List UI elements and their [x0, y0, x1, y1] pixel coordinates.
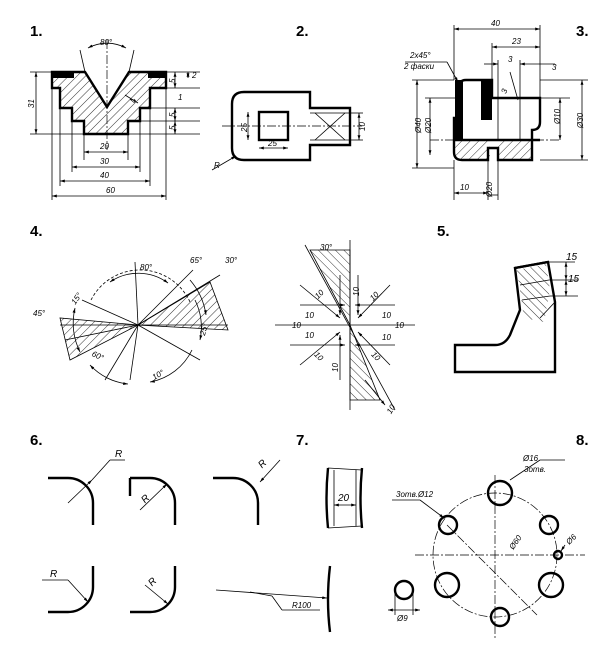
fig1-width-20: 20	[99, 142, 109, 151]
fig3-length-23: 23	[511, 37, 521, 46]
fig3-diameter-20-left: Ø20	[424, 117, 433, 134]
fig2-shaft-diameter: 10	[358, 122, 367, 131]
fig6-radius-3: R	[256, 458, 269, 471]
fig3-bottom-diameter-20: Ø20	[485, 181, 494, 198]
fig3-diameter-30: Ø30	[576, 112, 585, 129]
figure-6-fillet-radii: R R R R R R100	[42, 449, 332, 633]
fig4-angle-30: 30°	[225, 256, 238, 265]
figure-1-v-block: 80° 20 30 40 60 5 2 4 1 5 5 31	[27, 38, 200, 200]
fig4b-dim-4: 10	[305, 311, 314, 320]
fig3-length-40: 40	[491, 19, 500, 28]
figure-number-8: 8.	[576, 432, 589, 449]
fig1-height-2: 2	[191, 71, 197, 80]
figure-3-shaft-section: 40 23 3 3 2x45° 2 фаски Ø40 Ø20 Ø10 Ø30 …	[403, 19, 588, 200]
figure-number-2: 2.	[296, 23, 309, 40]
figure-number-1: 1.	[30, 23, 43, 40]
fig8-diameter-6: Ø6	[564, 532, 579, 547]
fig4-angle-10: 10°	[151, 368, 167, 382]
fig4b-angle-30: 30°	[320, 243, 333, 252]
fig3-bottom-10: 10	[460, 183, 469, 192]
figure-4-angle-dimensions: 80° 65° 30° 45° 15° 25° 60° 10°	[33, 256, 238, 385]
fig4b-dim-13: 10	[385, 403, 398, 416]
fig4b-dim-1: 10	[313, 288, 326, 301]
fig7-dimension-20: 20	[337, 493, 350, 504]
fig4-angle-80: 80°	[140, 263, 153, 272]
fig4b-dim-12: 10	[395, 321, 404, 330]
figure-number-3: 3.	[576, 23, 589, 40]
fig6-radius-1: R	[115, 449, 122, 460]
fig1-height-4: 4	[129, 98, 138, 103]
fig1-height-1: 1	[178, 93, 182, 102]
fig2-square-width: 25	[267, 139, 277, 148]
fig6-radius-2: R	[139, 493, 152, 506]
fig1-width-30: 30	[100, 157, 109, 166]
fig1-width-60: 60	[106, 186, 115, 195]
fig3-chamfer-count: 2 фаски	[403, 62, 435, 71]
fig4-angle-25: 25°	[198, 322, 210, 338]
fig6-radius-5: R	[146, 576, 159, 589]
figure-number-4: 4.	[30, 223, 43, 240]
fig4b-dim-7: 10	[382, 333, 391, 342]
fig2-square-height: 25	[240, 123, 249, 133]
fig4-angle-60: 60°	[90, 349, 105, 363]
fig5-dimension-15-top: 15	[566, 252, 578, 263]
fig4-angle-15: 15°	[69, 290, 84, 306]
figure-number-6: 6.	[30, 432, 43, 449]
fig4-angle-45: 45°	[33, 309, 46, 318]
fig3-chamfer-size: 2x45°	[409, 51, 431, 60]
fig8-three-holes-12: 3отв.Ø12	[396, 490, 434, 499]
fig1-height-5c: 5	[168, 125, 177, 130]
figure-2-plate: 25 25 10 R	[211, 90, 367, 171]
figure-5-bracket: 15 15	[453, 252, 580, 374]
figure-7-tube: 20	[325, 467, 364, 529]
fig2-radius-label: R	[214, 161, 220, 170]
fig3-diameter-40: Ø40	[414, 117, 423, 134]
fig4b-dim-5: 10	[382, 311, 391, 320]
fig6-radius-100: R100	[292, 601, 312, 610]
fig4b-dim-2: 10	[352, 287, 361, 296]
fig1-height-31: 31	[27, 99, 36, 108]
fig4b-dim-3: 10	[368, 290, 381, 303]
fig8-diameter-9: Ø9	[396, 614, 408, 623]
fig5-dimension-15-bottom: 15	[568, 274, 580, 285]
fig1-width-40: 40	[100, 171, 109, 180]
fig3-length-3b: 3	[552, 63, 557, 72]
fig1-height-5b: 5	[168, 112, 177, 117]
fig4b-dim-10: 10	[292, 321, 301, 330]
fig4b-dim-11: 10	[331, 363, 340, 372]
fig1-angle-label: 80°	[100, 38, 113, 47]
fig3-groove-3: 3	[499, 87, 509, 95]
fig4b-dim-8: 10	[312, 350, 325, 363]
figure-4b-linear-dimensions: 30° 10 10 10 10 10 10 10 10 10 10 10 10 …	[275, 240, 415, 415]
fig6-radius-4: R	[50, 569, 57, 580]
fig4b-dim-6: 10	[305, 331, 314, 340]
fig3-length-3a: 3	[508, 55, 513, 64]
figure-number-7: 7.	[296, 432, 309, 449]
fig4-angle-65: 65°	[190, 256, 203, 265]
fig1-height-5a: 5	[168, 78, 177, 83]
figure-8-bolt-circle: 3отв.Ø12 Ø16 3отв. Ø60 Ø6 Ø9	[388, 454, 585, 640]
fig3-diameter-10: Ø10	[553, 108, 562, 125]
fig4b-dim-9: 10	[369, 350, 382, 363]
fig8-diameter-60: Ø60	[507, 533, 524, 552]
fig8-diameter-16: Ø16	[522, 454, 539, 463]
figure-number-5: 5.	[437, 223, 450, 240]
fig8-three-holes: 3отв.	[524, 465, 546, 474]
